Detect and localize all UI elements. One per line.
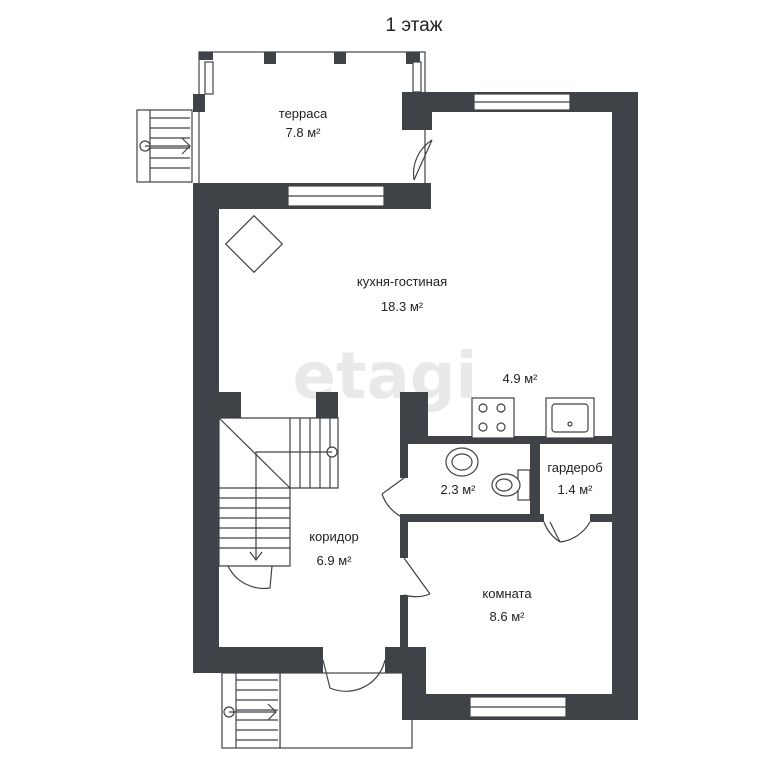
corridor-area: 6.9 м² <box>317 553 353 568</box>
terrace-area: 7.8 м² <box>286 125 322 140</box>
toilet-icon <box>491 469 531 501</box>
wardrobe-area: 1.4 м² <box>558 482 594 497</box>
corridor-name: коридор <box>309 529 359 544</box>
floor-title: 1 этаж <box>386 15 443 36</box>
terrace-outline <box>193 51 433 186</box>
doors <box>227 477 591 692</box>
terrace-name: терраса <box>279 106 328 121</box>
outer-walls <box>193 92 638 720</box>
living-name: кухня-гостиная <box>357 274 447 289</box>
diamond-fixture <box>224 214 284 274</box>
terrace-door-leaf <box>413 139 433 181</box>
bathroom-area: 2.3 м² <box>441 482 477 497</box>
washbasin-icon <box>445 447 479 477</box>
interior-walls <box>219 392 612 653</box>
interior-stairs <box>218 417 339 567</box>
wardrobe-name: гардероб <box>547 460 602 475</box>
sink-icon <box>545 397 595 439</box>
living-area: 18.3 м² <box>381 299 424 314</box>
stove-icon <box>471 397 515 439</box>
windows <box>287 93 571 718</box>
room-name: комната <box>482 586 532 601</box>
entrance-stairs <box>221 672 413 749</box>
room-area: 8.6 м² <box>490 609 526 624</box>
terrace-stairs <box>136 109 193 183</box>
kitchen-area: 4.9 м² <box>503 371 539 386</box>
